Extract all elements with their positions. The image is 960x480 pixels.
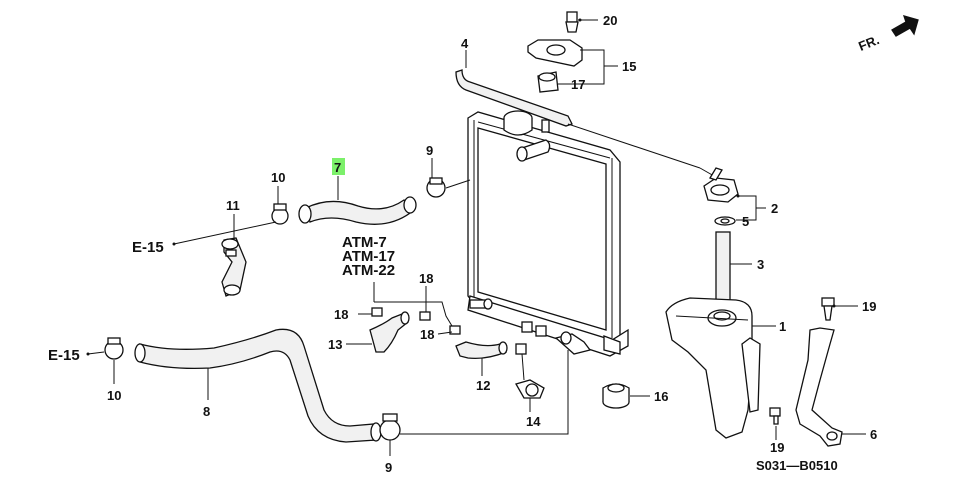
ref-atm-17: ATM-17 [342,248,395,265]
drawing-code: S031—B0510 [756,458,838,473]
callout-18-right: 18 [420,327,434,342]
upper-radiator-hose [298,196,417,225]
callout-12: 12 [476,378,490,393]
callout-2: 2 [771,201,778,216]
callout-15: 15 [622,59,636,74]
ref-atm-22: ATM-22 [342,262,395,279]
ref-e15-upper: E-15 [132,239,164,256]
hose-clamps-upper [271,177,446,225]
reserve-tank [665,297,761,439]
callout-5: 5 [742,214,749,229]
callout-19-lower: 19 [770,440,784,455]
callout-6: 6 [870,427,877,442]
callout-4: 4 [461,36,469,51]
front-direction-indicator: FR. [856,15,919,54]
callout-20: 20 [603,13,617,28]
callout-14: 14 [526,414,541,429]
atf-cooler-hoses [369,307,545,399]
ref-atm-7: ATM-7 [342,234,387,251]
callout-3: 3 [757,257,764,272]
lower-radiator-hose [134,328,382,443]
callout-18-top: 18 [419,271,433,286]
callout-7: 7 [334,160,341,175]
ref-e15-lower: E-15 [48,347,80,364]
callout-18-left: 18 [334,307,348,322]
reserve-tank-bracket [769,297,843,447]
highlight-callout-7 [332,158,345,175]
callout-1: 1 [779,319,786,334]
leader-lines [86,18,866,456]
callout-9-upper: 9 [426,143,433,158]
callout-10-upper: 10 [271,170,285,185]
reserve-tank-top-parts [703,167,739,303]
mount-cushion [602,383,630,409]
callout-10-lower: 10 [107,388,121,403]
callout-19-upper: 19 [862,299,876,314]
hose-clamps-lower [104,337,401,441]
callout-labels: 20 4 15 17 2 5 3 1 19 19 6 16 14 12 18 1… [48,13,877,475]
radiator-cap-assembly [527,11,583,93]
front-direction-label: FR. [856,32,881,54]
radiator [467,110,629,357]
callout-9-lower: 9 [385,460,392,475]
callout-16: 16 [654,389,668,404]
callout-13: 13 [328,337,342,352]
callout-11: 11 [226,198,240,213]
callout-17: 17 [571,77,585,92]
callout-8: 8 [203,404,210,419]
bypass-hose-11 [221,237,247,297]
